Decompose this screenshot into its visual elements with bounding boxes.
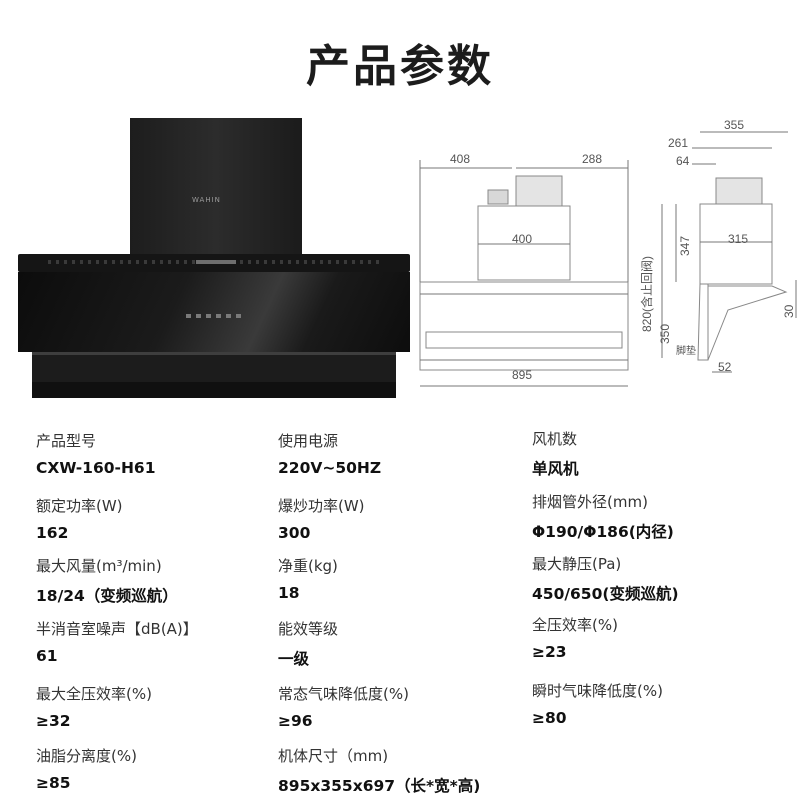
spec-duct-diameter: 排烟管外径(mm) Φ190/Φ186(内径) bbox=[532, 491, 674, 542]
spec-value: 一级 bbox=[278, 650, 310, 668]
spec-label: 使用电源 bbox=[278, 432, 339, 450]
spec-value: ≥85 bbox=[36, 774, 71, 792]
spec-label: 常态气味降低度(%) bbox=[278, 685, 409, 703]
spec-body-dimensions: 机体尺寸（mm) 895x355x697（长*宽*高) bbox=[278, 745, 480, 796]
spec-label: 产品型号 bbox=[36, 432, 97, 450]
dim-front-inner: 400 bbox=[512, 232, 533, 246]
spec-value: Φ190/Φ186(内径) bbox=[532, 523, 674, 541]
dim-side-depth: 355 bbox=[724, 118, 745, 132]
spec-label: 爆炒功率(W) bbox=[278, 497, 365, 515]
dim-side-chimney: 315 bbox=[728, 232, 749, 246]
spec-value: 单风机 bbox=[532, 460, 579, 478]
dim-front-total-height: 820(含止回阀) bbox=[640, 255, 654, 332]
spec-value: ≥80 bbox=[532, 709, 567, 727]
spec-label: 最大静压(Pa) bbox=[532, 555, 622, 573]
spec-label: 排烟管外径(mm) bbox=[532, 493, 648, 511]
spec-label: 机体尺寸（mm) bbox=[278, 747, 389, 765]
spec-label: 能效等级 bbox=[278, 620, 339, 638]
hood-glass-panel bbox=[18, 272, 410, 352]
light-strip bbox=[196, 260, 236, 264]
page-title: 产品参数 bbox=[306, 41, 494, 92]
spec-value: 162 bbox=[36, 524, 69, 542]
dim-front-left: 408 bbox=[450, 152, 471, 166]
spec-label: 风机数 bbox=[532, 430, 578, 448]
hood-top-vent bbox=[18, 254, 410, 272]
spec-label: 额定功率(W) bbox=[36, 497, 123, 515]
foot-pad-label: 脚垫 bbox=[676, 346, 696, 357]
hood-base bbox=[32, 382, 396, 398]
spec-value: ≥23 bbox=[532, 643, 567, 661]
spec-normal-odor-reduction: 常态气味降低度(%) ≥96 bbox=[278, 683, 409, 730]
spec-label: 半消音室噪声【dB(A)】 bbox=[36, 620, 198, 638]
spec-value: ≥96 bbox=[278, 712, 313, 730]
spec-net-weight: 净重(kg) 18 bbox=[278, 555, 338, 602]
spec-value: 895x355x697（长*宽*高) bbox=[278, 777, 481, 795]
spec-max-static-pressure: 最大静压(Pa) 450/650(变频巡航) bbox=[532, 553, 679, 604]
spec-value: 300 bbox=[278, 524, 311, 542]
dim-side-offset-1: 261 bbox=[668, 136, 689, 150]
spec-label: 瞬时气味降低度(%) bbox=[532, 682, 663, 700]
spec-boost-power: 爆炒功率(W) 300 bbox=[278, 495, 365, 542]
spec-value: CXW-160-H61 bbox=[36, 459, 156, 477]
spec-label: 油脂分离度(%) bbox=[36, 747, 137, 765]
hood-intake bbox=[32, 352, 396, 385]
dim-side-tip: 30 bbox=[782, 304, 796, 318]
spec-grease-separation: 油脂分离度(%) ≥85 bbox=[36, 745, 137, 792]
spec-noise: 半消音室噪声【dB(A)】 61 bbox=[36, 618, 198, 665]
spec-label: 最大风量(m³/min) bbox=[36, 557, 162, 575]
spec-value: 220V~50HZ bbox=[278, 459, 382, 477]
dim-side-height: 347 bbox=[678, 235, 692, 256]
range-hood-image: WAHIN bbox=[18, 118, 410, 398]
dim-front-lower: 350 bbox=[658, 323, 672, 344]
spec-pressure-efficiency: 全压效率(%) ≥23 bbox=[532, 614, 618, 661]
spec-model: 产品型号 CXW-160-H61 bbox=[36, 430, 156, 477]
spec-rated-power: 额定功率(W) 162 bbox=[36, 495, 123, 542]
spec-value: ≥32 bbox=[36, 712, 71, 730]
spec-fan-count: 风机数 单风机 bbox=[532, 428, 579, 479]
dim-front-width: 895 bbox=[512, 368, 533, 382]
drawing-lines bbox=[419, 131, 797, 387]
touch-controls bbox=[186, 314, 242, 318]
spec-label: 最大全压效率(%) bbox=[36, 685, 152, 703]
hood-chimney bbox=[130, 118, 302, 256]
dimension-drawing: 408 288 400 895 820(含止回阀) 350 355 261 64… bbox=[412, 110, 800, 390]
spec-value: 18 bbox=[278, 584, 300, 602]
brand-logo: WAHIN bbox=[192, 196, 221, 204]
dim-front-right: 288 bbox=[582, 152, 603, 166]
dim-side-offset-2: 64 bbox=[676, 154, 690, 168]
spec-max-pressure-efficiency: 最大全压效率(%) ≥32 bbox=[36, 683, 152, 730]
spec-value: 450/650(变频巡航) bbox=[532, 585, 679, 603]
spec-value: 61 bbox=[36, 647, 58, 665]
spec-instant-odor-reduction: 瞬时气味降低度(%) ≥80 bbox=[532, 680, 663, 727]
spec-label: 全压效率(%) bbox=[532, 616, 618, 634]
spec-label: 净重(kg) bbox=[278, 557, 338, 575]
spec-value: 18/24（变频巡航） bbox=[36, 587, 178, 605]
spec-max-airflow: 最大风量(m³/min) 18/24（变频巡航） bbox=[36, 555, 178, 606]
dim-side-foot: 52 bbox=[718, 360, 732, 374]
spec-power-supply: 使用电源 220V~50HZ bbox=[278, 430, 381, 477]
spec-energy-grade: 能效等级 一级 bbox=[278, 618, 338, 669]
